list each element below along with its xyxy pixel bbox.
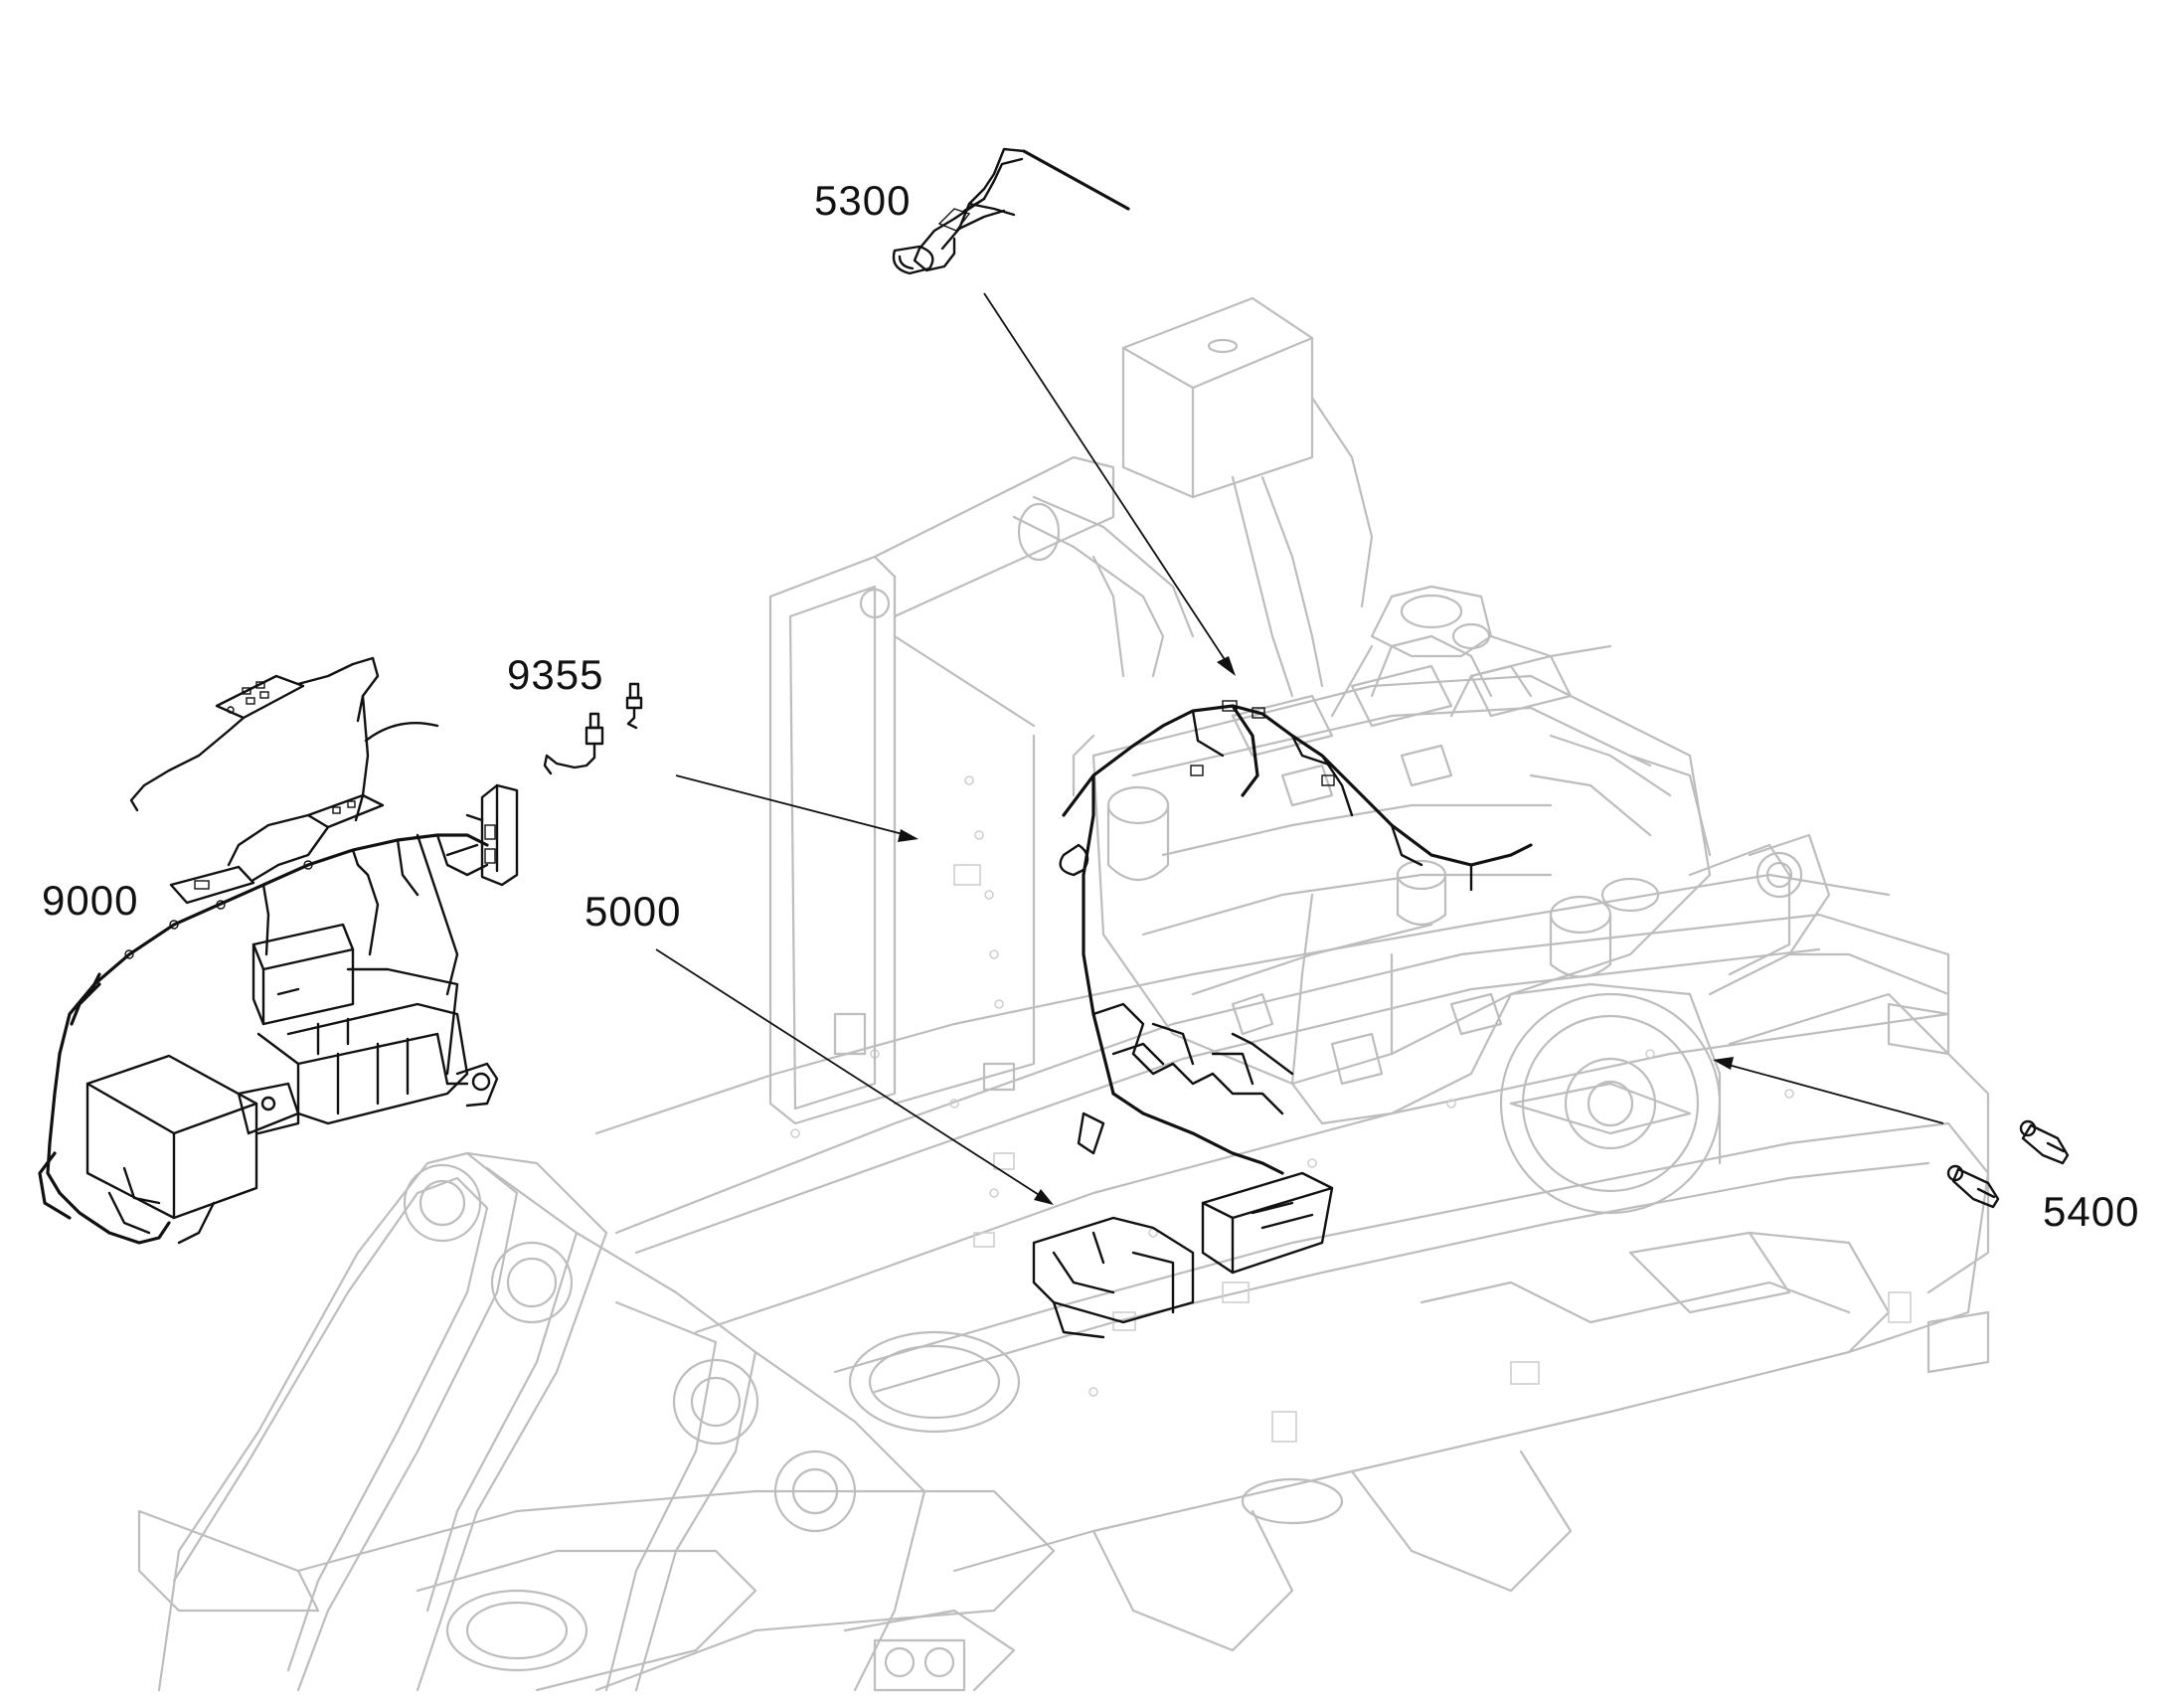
callout-5400: 5400 — [2043, 1188, 2140, 1235]
part-9355-sensors — [543, 682, 643, 775]
part-5300-sensor-harness — [892, 147, 1130, 275]
part-5400-sensors — [1946, 1119, 2070, 1209]
leader-lines — [655, 292, 1944, 1205]
main-frame — [137, 873, 1990, 1692]
leader-5400 — [1724, 1063, 1944, 1124]
engine-block — [1091, 585, 1831, 1215]
leader-9355 — [675, 774, 908, 836]
callout-9000: 9000 — [42, 877, 139, 924]
callout-9355: 9355 — [507, 651, 604, 698]
leader-5000 — [655, 948, 1045, 1199]
leader-5300 — [983, 292, 1229, 665]
callout-5300: 5300 — [814, 177, 912, 224]
part-5000-engine-harness — [1032, 700, 1533, 1339]
callout-5000: 5000 — [585, 888, 682, 935]
part-9000-battery-and-harness — [38, 656, 519, 1245]
radiator-assembly — [768, 296, 1374, 1125]
